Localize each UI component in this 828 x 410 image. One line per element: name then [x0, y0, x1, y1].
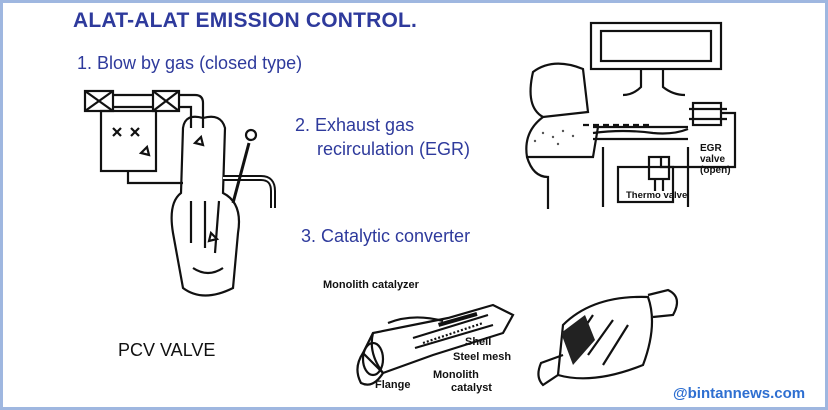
egr-valve-label-line3: (open) — [700, 165, 731, 176]
monolith-catalyst-label-line1: Monolith — [433, 369, 479, 381]
shell-label: Shell — [465, 336, 492, 348]
item-egr-line2: recirculation (EGR) — [317, 139, 471, 159]
egr-valve-label-line1: EGR — [700, 143, 722, 154]
item-blow-by-gas: 1. Blow by gas (closed type) — [77, 53, 303, 73]
flange-label: Flange — [375, 379, 411, 391]
egr-valve-label: EGR valve (open) — [700, 143, 731, 176]
monolith-catalyzer-label: Monolith catalyzer — [323, 279, 419, 291]
pcv-engine-illustration — [83, 89, 276, 297]
catalytic-converter-cutaway — [356, 303, 515, 386]
egr-illustration — [525, 21, 737, 209]
monolith-catalyst-label-line2: catalyst — [451, 382, 492, 394]
monolith-catalyst-label: Monolith catalyst — [433, 369, 492, 395]
steel-mesh-label: Steel mesh — [453, 351, 512, 363]
item-egr: 2. Exhaust gas recirculation (EGR) — [295, 113, 470, 161]
watermark-credit: @bintannews.com — [673, 385, 806, 402]
pcv-valve-caption: PCV VALVE — [118, 340, 216, 360]
item-catalytic-converter: 3. Catalytic converter — [301, 226, 471, 246]
slide-title: ALAT-ALAT EMISSION CONTROL. — [73, 9, 418, 32]
catalytic-converter-body — [537, 288, 679, 387]
egr-valve-label-line2: valve — [700, 154, 726, 165]
thermo-valve-label: Thermo valve — [626, 190, 688, 201]
item-egr-line1: 2. Exhaust gas — [295, 115, 415, 135]
